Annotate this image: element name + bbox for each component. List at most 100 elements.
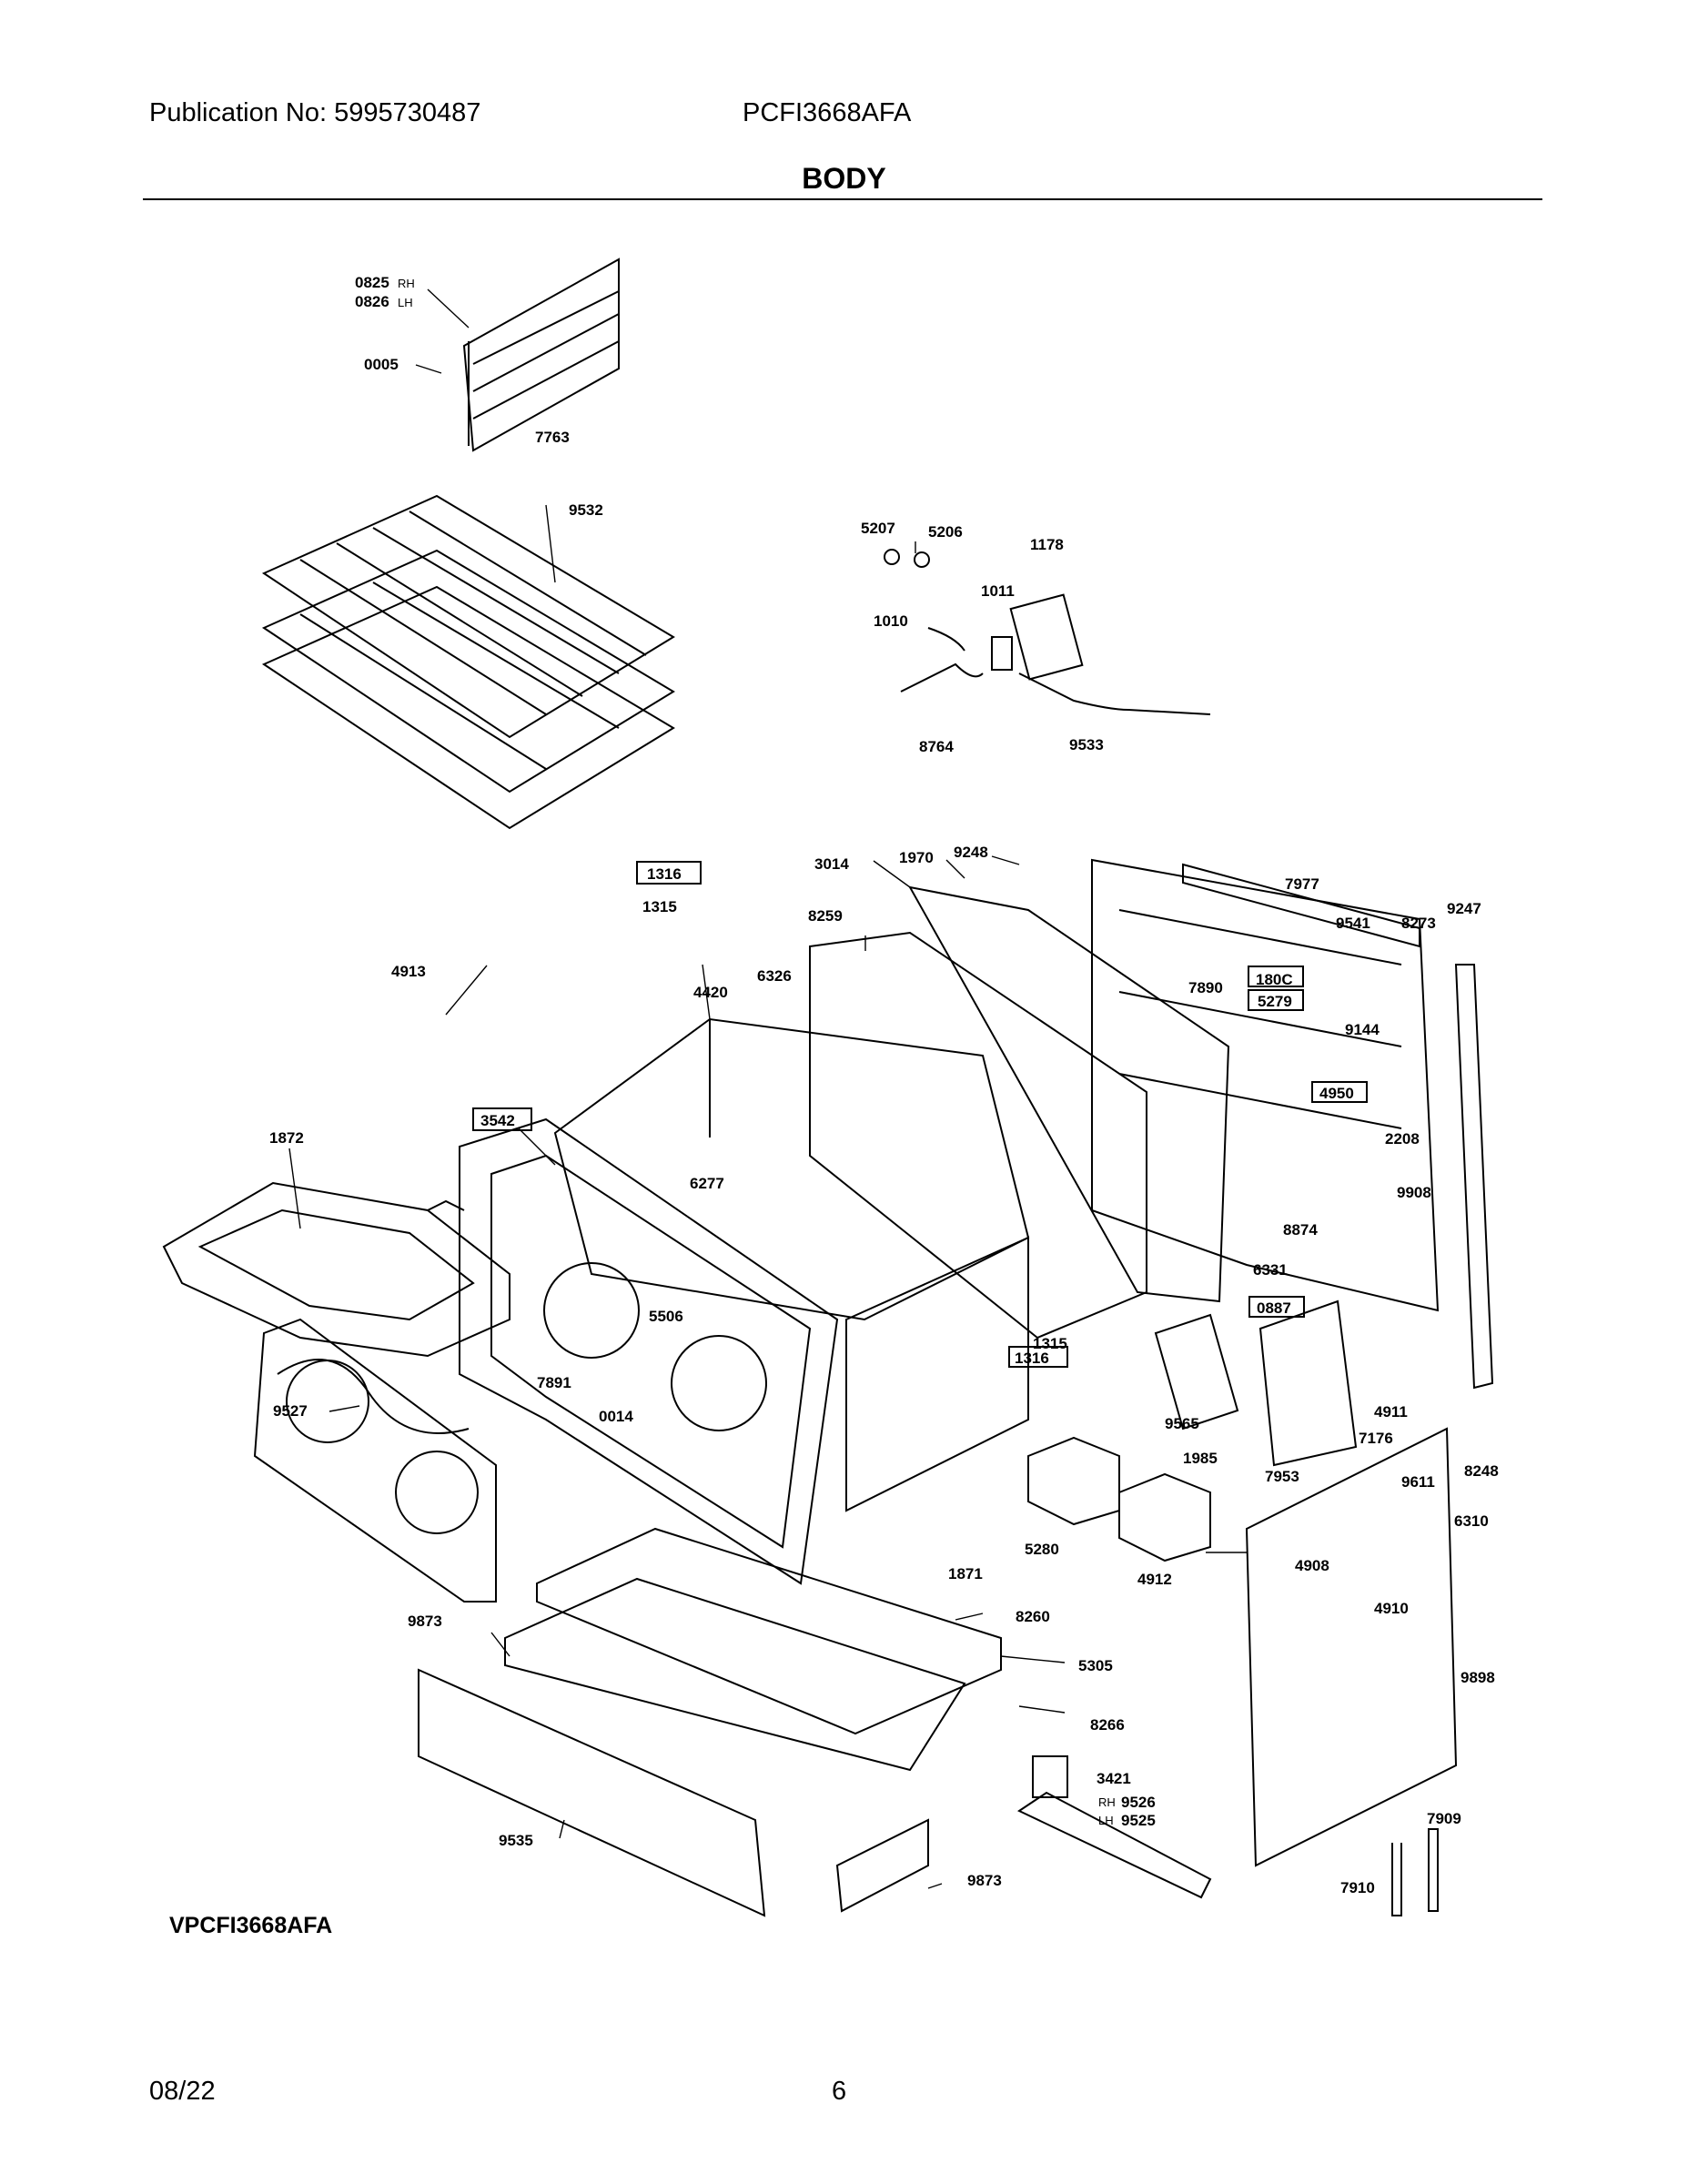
part-label-8248: 8248 bbox=[1464, 1462, 1499, 1480]
part-label-4911: 4911 bbox=[1374, 1403, 1408, 1421]
part-label-7977: 7977 bbox=[1285, 875, 1319, 893]
bottom-pan-drawing bbox=[504, 1527, 1002, 1772]
part-label-9565: 9565 bbox=[1165, 1415, 1199, 1432]
rack-supports-drawing bbox=[462, 258, 620, 452]
part-label-6326: 6326 bbox=[757, 967, 792, 985]
part-label-8266: 8266 bbox=[1090, 1716, 1125, 1734]
part-label-1970: 1970 bbox=[899, 849, 934, 866]
part-label-1315: 1315 bbox=[642, 898, 677, 915]
part-label-5280: 5280 bbox=[1025, 1541, 1059, 1558]
part-label-7891: 7891 bbox=[537, 1374, 571, 1391]
part-label-7910: 7910 bbox=[1340, 1879, 1375, 1896]
door-frame-drawing bbox=[459, 1117, 839, 1585]
part-label-4420: 4420 bbox=[693, 984, 728, 1001]
part-label-6277: 6277 bbox=[690, 1175, 724, 1192]
broil-element-drawing bbox=[162, 1181, 510, 1358]
part-label-9526: 9526 bbox=[1121, 1794, 1156, 1811]
rear-fan-cover-drawing bbox=[253, 1318, 497, 1603]
part-label-7890: 7890 bbox=[1188, 979, 1223, 996]
part-label-7909: 7909 bbox=[1427, 1810, 1461, 1827]
part-label-3542: 3542 bbox=[480, 1112, 515, 1129]
part-label-9541: 9541 bbox=[1336, 915, 1370, 932]
header-rule bbox=[143, 198, 1542, 200]
part-label-8764: 8764 bbox=[919, 738, 954, 755]
rh-mark-9526: RH bbox=[1098, 1795, 1116, 1809]
rh-mark: RH bbox=[398, 277, 415, 290]
part-label-9908: 9908 bbox=[1397, 1184, 1431, 1201]
side-panel-drawing bbox=[1245, 1427, 1458, 1867]
leader-lines bbox=[288, 288, 1247, 1889]
part-label-9144: 9144 bbox=[1345, 1021, 1380, 1038]
part-label-4913: 4913 bbox=[391, 963, 426, 980]
part-label-9898: 9898 bbox=[1461, 1669, 1495, 1686]
filters-drawing bbox=[1027, 1436, 1211, 1562]
callout-boxes bbox=[472, 861, 1368, 1368]
model-number: PCFI3668AFA bbox=[743, 98, 912, 127]
rear-insulation-drawing bbox=[809, 885, 1230, 1340]
control-board-drawing bbox=[1154, 1313, 1239, 1431]
part-label-1315-lower: 1315 bbox=[1033, 1335, 1067, 1352]
footer-date: 08/22 bbox=[149, 2077, 216, 2106]
part-label-0005: 0005 bbox=[364, 356, 399, 373]
part-label-9527: 9527 bbox=[273, 1402, 308, 1420]
part-label-0825: 0825 bbox=[355, 274, 389, 291]
part-label-1871: 1871 bbox=[948, 1565, 983, 1582]
part-label-3014: 3014 bbox=[814, 855, 849, 873]
lower-front-panel-drawing bbox=[418, 1668, 766, 1917]
part-label-4950: 4950 bbox=[1319, 1085, 1354, 1102]
side-channel-drawing bbox=[1454, 964, 1494, 1390]
section-title: BODY bbox=[802, 162, 886, 195]
wiring-parts-drawing bbox=[884, 549, 1211, 715]
part-label-9247: 9247 bbox=[1447, 900, 1481, 917]
part-label-5506: 5506 bbox=[649, 1308, 683, 1325]
part-label-7953: 7953 bbox=[1265, 1468, 1299, 1485]
part-label-1316-lower: 1316 bbox=[1015, 1350, 1049, 1367]
publication-number: Publication No: 5995730487 bbox=[149, 98, 481, 127]
part-label-1316: 1316 bbox=[647, 865, 682, 883]
part-label-6331: 6331 bbox=[1253, 1261, 1288, 1279]
part-label-1985: 1985 bbox=[1183, 1450, 1218, 1467]
part-label-2208: 2208 bbox=[1385, 1130, 1420, 1148]
part-label-9873: 9873 bbox=[408, 1613, 442, 1630]
hinge-brackets-drawing bbox=[1391, 1828, 1439, 1916]
part-label-9611: 9611 bbox=[1401, 1473, 1435, 1491]
part-label-5207: 5207 bbox=[861, 520, 895, 537]
part-label-9248: 9248 bbox=[954, 844, 988, 861]
part-label-5305: 5305 bbox=[1078, 1657, 1113, 1674]
part-label-5206: 5206 bbox=[928, 523, 963, 541]
part-label-4912: 4912 bbox=[1137, 1571, 1172, 1588]
part-label-180C: 180C bbox=[1256, 971, 1293, 988]
part-label-7176: 7176 bbox=[1359, 1430, 1393, 1447]
part-label-4908: 4908 bbox=[1295, 1557, 1329, 1574]
part-label-4910: 4910 bbox=[1374, 1600, 1409, 1617]
part-label-5279: 5279 bbox=[1258, 993, 1292, 1010]
part-label-8273: 8273 bbox=[1401, 915, 1436, 932]
part-label-0887: 0887 bbox=[1257, 1299, 1291, 1317]
part-label-7763: 7763 bbox=[535, 429, 570, 446]
part-label-9525: 9525 bbox=[1121, 1812, 1156, 1829]
lh-mark-9525: LH bbox=[1098, 1814, 1114, 1827]
part-label-8874: 8874 bbox=[1283, 1221, 1318, 1239]
part-label-1011: 1011 bbox=[981, 582, 1015, 600]
part-label-6310: 6310 bbox=[1454, 1512, 1489, 1530]
part-label-9535: 9535 bbox=[499, 1832, 533, 1849]
part-label-3421: 3421 bbox=[1097, 1770, 1131, 1787]
part-label-1010: 1010 bbox=[874, 612, 908, 630]
rail-drawing bbox=[1016, 1791, 1212, 1899]
oven-cavity-drawing bbox=[553, 1017, 1030, 1512]
part-label-1872: 1872 bbox=[269, 1129, 304, 1147]
back-panel-drawing bbox=[1091, 858, 1440, 1312]
page-number: 6 bbox=[832, 2077, 847, 2106]
part-label-8260: 8260 bbox=[1016, 1608, 1050, 1625]
drip-cup-drawing bbox=[1032, 1755, 1068, 1798]
part-label-0014: 0014 bbox=[599, 1408, 633, 1425]
part-label-1178: 1178 bbox=[1030, 536, 1064, 553]
relay-board-drawing bbox=[1258, 1299, 1358, 1467]
part-labels: 0825 RH 0826 LH 0005 7763 9532 5207 5206… bbox=[269, 274, 1499, 1896]
part-label-9532: 9532 bbox=[569, 501, 603, 519]
part-label-0826: 0826 bbox=[355, 293, 389, 310]
part-label-9533: 9533 bbox=[1069, 736, 1104, 753]
kickplate-drawing bbox=[835, 1818, 929, 1913]
part-label-8259: 8259 bbox=[808, 907, 843, 925]
